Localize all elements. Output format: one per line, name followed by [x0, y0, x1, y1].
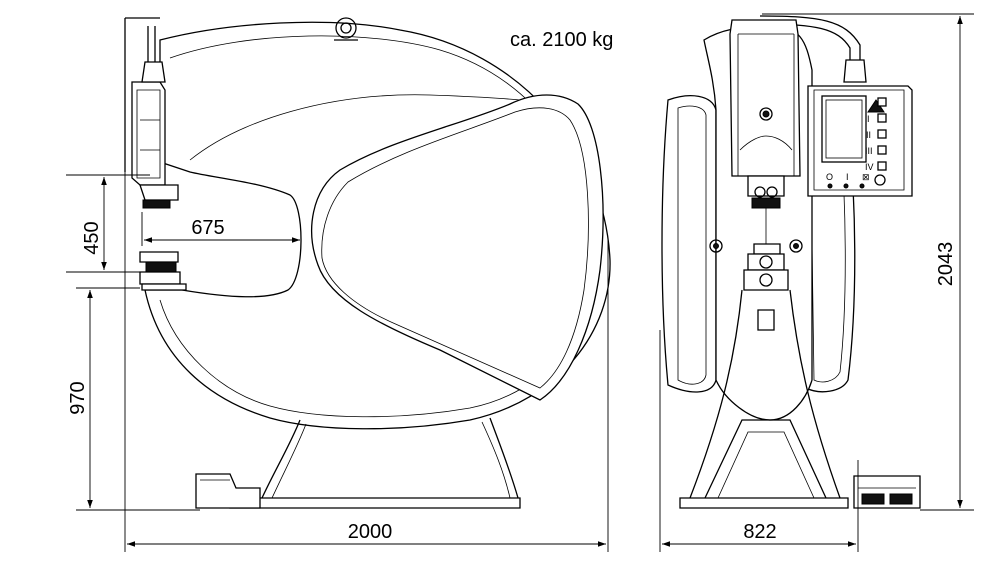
front-arm — [311, 94, 604, 401]
panel-button-label-1: I — [867, 114, 870, 124]
front-lower-tool — [743, 208, 789, 291]
panel-button-label-4: IV — [865, 162, 874, 172]
panel-button-2[interactable] — [877, 113, 887, 123]
front-upper-head — [729, 19, 801, 209]
dim-throat-depth: 675 — [141, 212, 300, 246]
foot-pedal-side — [195, 473, 261, 509]
foot-pedal-front — [853, 475, 921, 509]
panel-emergency-button[interactable] — [874, 174, 886, 186]
side-view — [124, 17, 611, 509]
panel-button-3[interactable] — [877, 129, 887, 139]
lower-tool — [139, 251, 187, 291]
dim-width-front: 822 — [659, 330, 859, 552]
c-frame-body — [144, 21, 611, 430]
dim-total-height: 2043 — [762, 13, 974, 511]
throat-depth-label: 675 — [191, 217, 224, 239]
dim-opening-height: 450 — [66, 174, 150, 273]
dim-work-height: 970 — [67, 287, 200, 511]
panel-label-reset: ⊠ — [862, 172, 870, 182]
side-base — [229, 417, 521, 509]
front-view: I II III IV O I ⊠ — [661, 15, 921, 509]
panel-button-4[interactable] — [877, 145, 887, 155]
control-panel-display — [821, 95, 867, 163]
panel-label-off: O — [826, 172, 833, 182]
panel-button-5[interactable] — [877, 161, 887, 171]
width-front-label: 822 — [743, 521, 776, 543]
bolt-right — [789, 239, 803, 253]
work-height-label: 970 — [67, 381, 89, 414]
panel-button-label-2: II — [866, 130, 871, 140]
width-side-label: 2000 — [348, 521, 393, 543]
opening-height-label: 450 — [81, 221, 103, 254]
weight-label: ca. 2100 kg — [510, 29, 613, 51]
control-panel[interactable]: I II III IV O I ⊠ — [807, 85, 913, 197]
panel-label-on: I — [846, 172, 849, 182]
front-base — [679, 289, 849, 509]
panel-buttons: I II III IV — [865, 97, 887, 172]
upper-tool-head — [131, 26, 179, 209]
dim-width-side: 2000 — [124, 172, 609, 552]
total-height-label: 2043 — [935, 242, 957, 287]
front-left-column — [661, 95, 717, 393]
bolt-left — [709, 239, 723, 253]
panel-button-label-3: III — [865, 146, 873, 156]
panel-button-1[interactable] — [877, 97, 887, 107]
